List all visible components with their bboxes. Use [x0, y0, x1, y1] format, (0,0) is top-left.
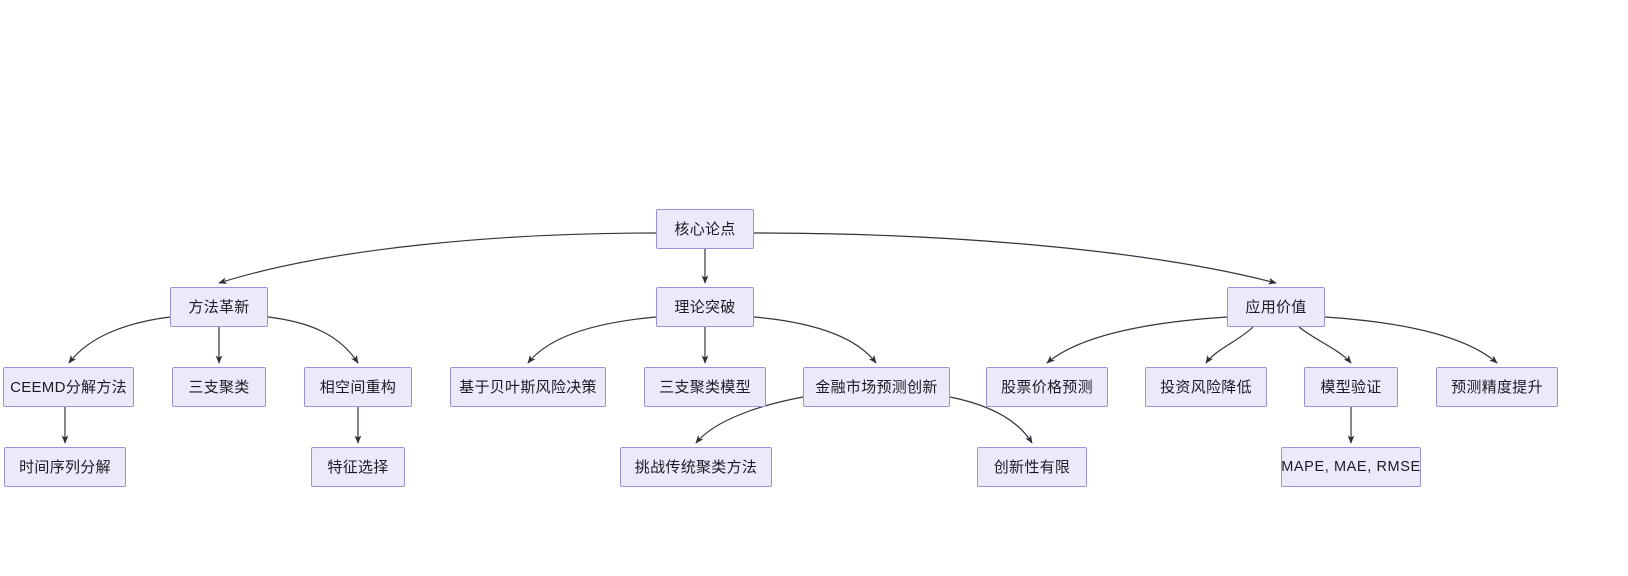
- mindmap-node-l3b2[interactable]: 创新性有限: [977, 447, 1087, 487]
- mindmap-node-l2c1[interactable]: 股票价格预测: [986, 367, 1108, 407]
- mindmap-node-l2b2[interactable]: 三支聚类模型: [644, 367, 766, 407]
- edge-root-to-l1c: [753, 232, 1277, 285]
- edge-l2b3-to-l3b1: [695, 396, 804, 444]
- edge-l1c-to-l2c1: [1046, 316, 1228, 364]
- mindmap-node-l1c[interactable]: 应用价值: [1227, 287, 1325, 327]
- edge-l1c-to-l2c4: [1324, 316, 1498, 364]
- mindmap-node-l1b[interactable]: 理论突破: [656, 287, 754, 327]
- mindmap-node-l3b1[interactable]: 挑战传统聚类方法: [620, 447, 772, 487]
- edge-l1a-to-l2a3: [267, 316, 359, 364]
- mindmap-node-l3a2[interactable]: 特征选择: [311, 447, 405, 487]
- mindmap-node-l2c3[interactable]: 模型验证: [1304, 367, 1398, 407]
- edge-root-to-l1a: [218, 232, 657, 284]
- edge-l1b-to-l2b3: [753, 316, 877, 364]
- mindmap-node-l2a3[interactable]: 相空间重构: [304, 367, 412, 407]
- edge-l1c-to-l2c3: [1298, 326, 1352, 364]
- edge-l1a-to-l2a1: [68, 316, 171, 364]
- mindmap-node-l1a[interactable]: 方法革新: [170, 287, 268, 327]
- edge-l1c-to-l2c2: [1205, 326, 1254, 364]
- mindmap-node-l2a1[interactable]: CEEMD分解方法: [3, 367, 134, 407]
- mindmap-node-l2c4[interactable]: 预测精度提升: [1436, 367, 1558, 407]
- mindmap-node-l2b3[interactable]: 金融市场预测创新: [803, 367, 950, 407]
- mindmap-node-l2c2[interactable]: 投资风险降低: [1145, 367, 1267, 407]
- mindmap-node-l2b1[interactable]: 基于贝叶斯风险决策: [450, 367, 606, 407]
- mindmap-node-l3a1[interactable]: 时间序列分解: [4, 447, 126, 487]
- mindmap-node-l2a2[interactable]: 三支聚类: [172, 367, 266, 407]
- mindmap-node-root[interactable]: 核心论点: [656, 209, 754, 249]
- edge-l2b3-to-l3b2: [949, 396, 1033, 444]
- edge-group: [61, 232, 1498, 444]
- edge-l1b-to-l2b1: [527, 316, 657, 364]
- mindmap-node-l3c1[interactable]: MAPE, MAE, RMSE: [1281, 447, 1421, 487]
